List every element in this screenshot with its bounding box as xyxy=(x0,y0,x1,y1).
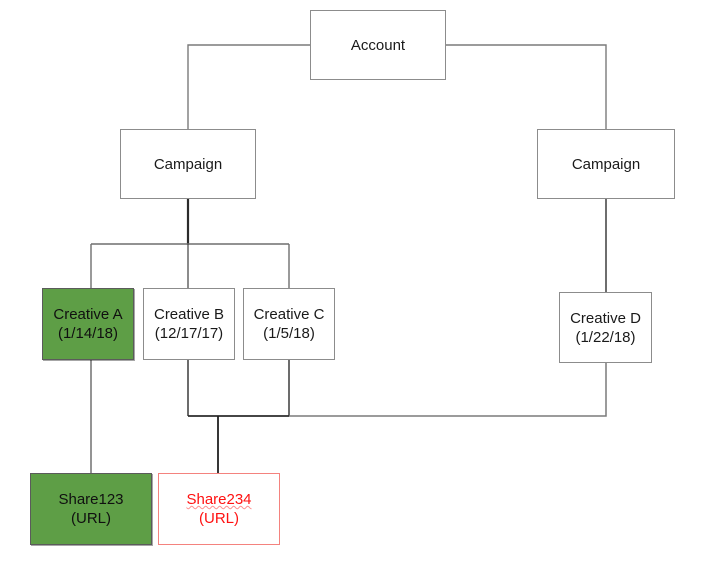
node-share234-url: (URL) xyxy=(199,510,239,527)
node-campaign-left[interactable]: Campaign xyxy=(120,129,256,199)
node-creative-c[interactable]: Creative C (1/5/18) xyxy=(243,288,335,360)
edge-account-campaign-right xyxy=(446,44,607,131)
node-creative-d[interactable]: Creative D (1/22/18) xyxy=(559,292,652,363)
node-creative-b-date: (12/17/17) xyxy=(154,325,224,342)
node-creative-c-label: Creative C xyxy=(253,306,325,323)
node-share123-url: (URL) xyxy=(71,510,111,527)
node-share123[interactable]: Share123 (URL) xyxy=(30,473,152,545)
node-account-label: Account xyxy=(350,36,406,54)
node-creative-d-label: Creative D xyxy=(570,309,641,327)
node-creative-d-date: (1/22/18) xyxy=(575,328,636,346)
node-campaign-right[interactable]: Campaign xyxy=(537,129,675,199)
node-campaign-right-label: Campaign xyxy=(571,155,641,173)
node-creative-b[interactable]: Creative B (12/17/17) xyxy=(143,288,235,360)
edge-creative-d-sharebus xyxy=(289,363,607,417)
edge-account-campaign-left xyxy=(187,44,310,131)
node-creative-b-label: Creative B xyxy=(153,306,225,323)
node-creative-a[interactable]: Creative A (1/14/18) xyxy=(42,288,134,360)
node-creative-a-date: (1/14/18) xyxy=(57,325,119,342)
node-campaign-left-label: Campaign xyxy=(153,155,223,173)
node-creative-a-label: Creative A xyxy=(53,306,123,323)
node-share123-label: Share123 xyxy=(58,491,124,508)
node-account[interactable]: Account xyxy=(310,10,446,80)
node-share234[interactable]: Share234 (URL) xyxy=(158,473,280,545)
node-creative-c-date: (1/5/18) xyxy=(263,325,315,342)
node-share234-label: Share234 xyxy=(186,491,252,508)
